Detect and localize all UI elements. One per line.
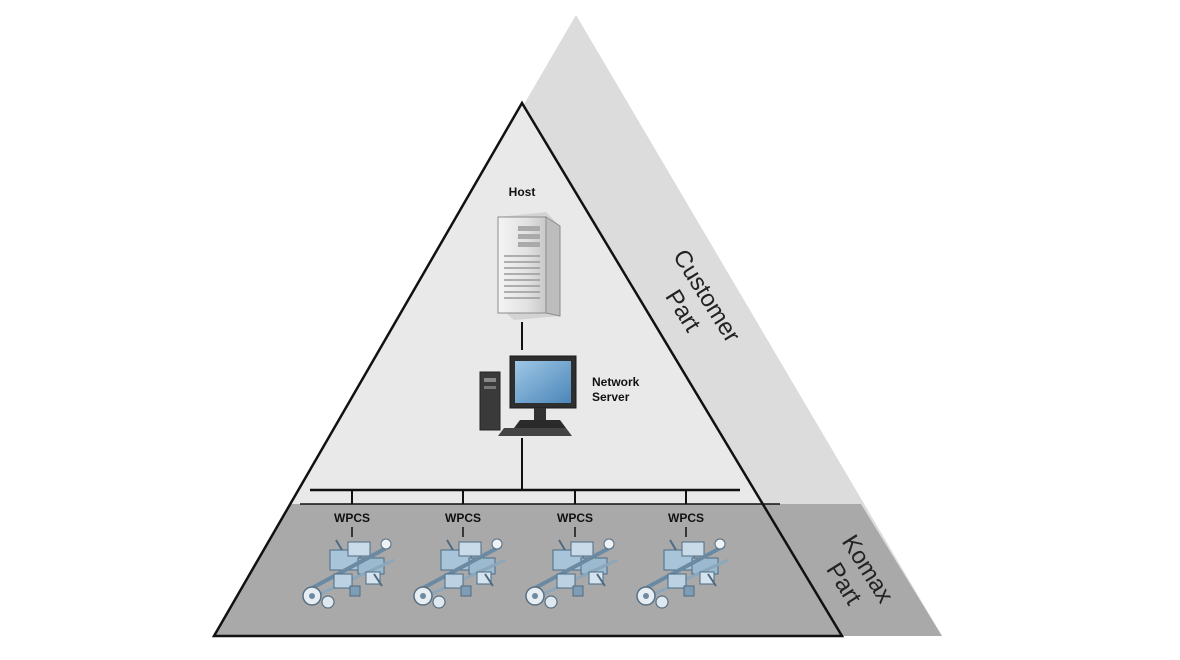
network-server-label-line1: Network — [592, 375, 640, 389]
host-label: Host — [509, 185, 536, 199]
network-server-icon — [479, 355, 577, 436]
host-server-icon — [497, 212, 561, 320]
wpcs-label-1: WPCS — [334, 511, 370, 525]
inner-triangle-outline — [211, 100, 845, 638]
wpcs-label-2: WPCS — [445, 511, 481, 525]
bus-drops — [351, 490, 687, 504]
wpcs-label-4: WPCS — [668, 511, 704, 525]
wpcs-ticks — [351, 527, 687, 537]
network-server-label-line2: Server — [592, 390, 630, 404]
wpcs-label-3: WPCS — [557, 511, 593, 525]
